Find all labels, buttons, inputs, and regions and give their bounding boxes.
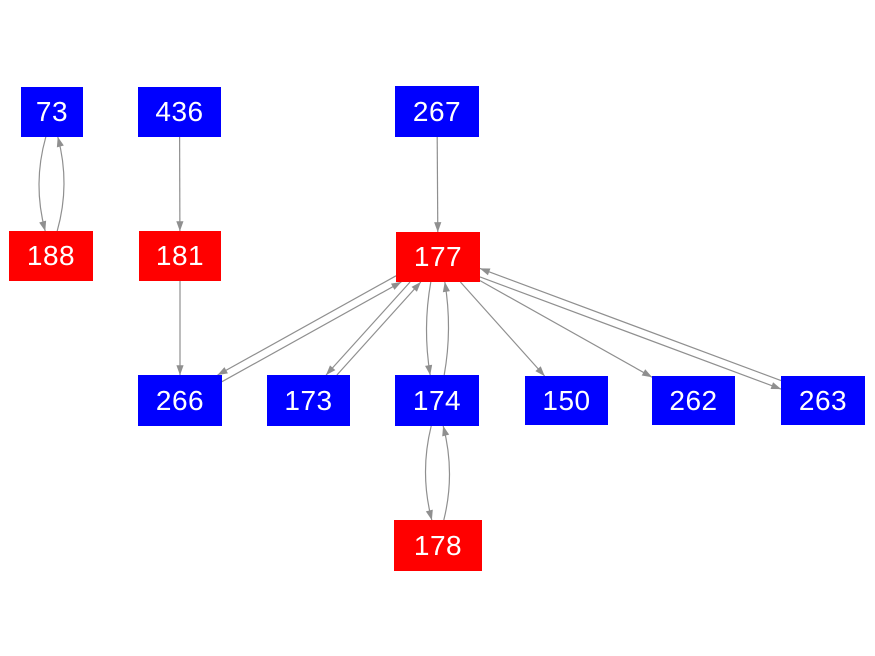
graph-node-263: 263 xyxy=(781,376,865,425)
graph-node-262: 262 xyxy=(652,376,735,425)
graph-edge-188-73 xyxy=(56,136,65,232)
graph-node-436: 436 xyxy=(138,87,221,137)
graph-node-181: 181 xyxy=(139,231,221,281)
graph-edge-173-177 xyxy=(336,281,422,376)
graph-edge-177-262 xyxy=(479,280,653,378)
graph-node-150: 150 xyxy=(525,376,608,425)
graph-edge-177-263 xyxy=(479,276,782,390)
graph-edge-178-174 xyxy=(442,425,451,521)
graph-edge-266-177 xyxy=(221,281,402,383)
graph-edge-267-177 xyxy=(434,136,442,233)
graph-edge-263-177 xyxy=(479,267,782,382)
graph-edge-177-266 xyxy=(217,275,397,376)
graph-edge-174-177 xyxy=(442,281,450,376)
graph-edge-174-178 xyxy=(424,425,433,521)
graph-node-266: 266 xyxy=(138,375,222,426)
edges-group xyxy=(38,136,782,521)
graph-edge-73-188 xyxy=(38,136,47,232)
graph-edge-177-173 xyxy=(325,281,411,376)
graph-edge-177-174 xyxy=(425,281,433,376)
graph-node-178: 178 xyxy=(394,520,482,571)
graph-node-267: 267 xyxy=(395,86,479,137)
graph-node-177: 177 xyxy=(396,232,480,282)
graph-edge-177-150 xyxy=(459,281,546,377)
graph-node-173: 173 xyxy=(267,375,350,426)
graph-node-174: 174 xyxy=(395,375,479,426)
graph-node-73: 73 xyxy=(21,87,83,137)
graph-node-188: 188 xyxy=(9,231,93,281)
